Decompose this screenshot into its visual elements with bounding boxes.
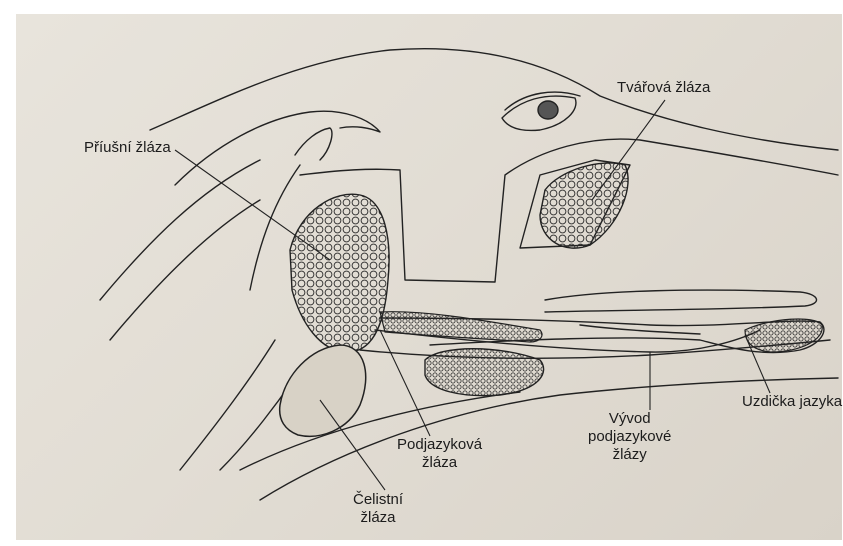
head-top-outline [150,49,838,150]
leader-sublingual [380,330,430,436]
sublingual-gland-chain [380,312,542,342]
tongue-lines [580,325,700,334]
label-sublingual-duct-line3: žlázy [588,446,671,464]
label-sublingual-duct-line2: podjazykové [588,428,671,446]
neck-line-2 [110,200,260,340]
label-sublingual-gland-line1: Podjazyková [397,436,482,454]
eye-iris [538,101,558,119]
tongue-tip-gland [745,319,822,352]
label-parotid-gland: Příušní žláza [84,139,171,157]
leader-parotid [175,150,330,260]
parotid-gland [290,194,389,352]
label-mandibular-gland: Čelistní žláza [353,491,403,527]
label-mandibular-gland-line2: žláza [353,509,403,527]
neck-line-3 [180,340,275,470]
label-sublingual-duct: Vývod podjazykové žlázy [588,410,671,464]
ear-outline [175,111,380,185]
mandibular-gland [280,345,366,436]
upper-lip [545,290,816,312]
ear-fold [295,128,332,160]
label-mandibular-gland-line1: Čelistní [353,491,403,509]
label-tongue-frenulum: Uzdička jazyka [742,393,842,411]
label-sublingual-gland-line2: žláza [397,454,482,472]
sublingual-gland-body [425,349,544,396]
buccal-gland [540,163,628,248]
label-sublingual-gland: Podjazyková žláza [397,436,482,472]
label-sublingual-duct-line1: Vývod [588,410,671,428]
label-buccal-gland: Tvářová žláza [617,79,710,97]
